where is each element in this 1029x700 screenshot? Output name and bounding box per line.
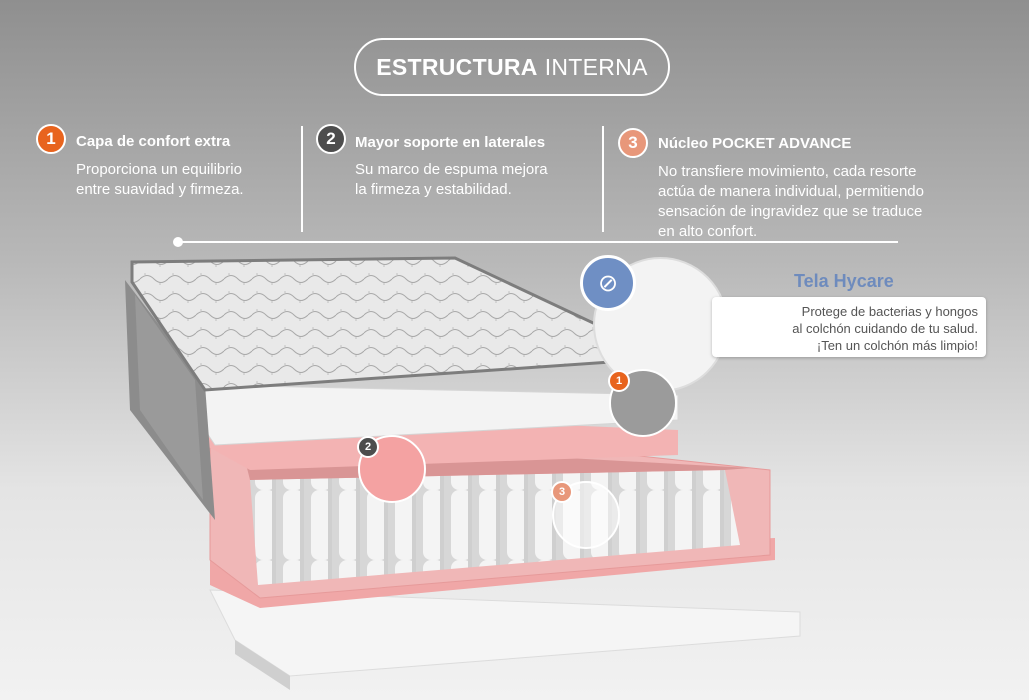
badge-2: 2 [357, 436, 379, 458]
timeline-dot [173, 237, 183, 247]
divider-1 [301, 126, 303, 232]
badge-1: 1 [608, 370, 630, 392]
feature-3-title: Núcleo POCKET ADVANCE [658, 135, 852, 152]
hycare-title: Tela Hycare [794, 271, 894, 291]
title-regular: INTERNA [544, 53, 648, 80]
bacteria-shield-icon: ⊘ [580, 255, 636, 311]
feature-2-title: Mayor soporte en laterales [355, 134, 546, 151]
timeline-line [178, 241, 898, 243]
title-pill: ESTRUCTURA INTERNA [354, 38, 670, 96]
title-bold: ESTRUCTURA [376, 53, 538, 80]
divider-2 [602, 126, 604, 232]
badge-3: 3 [551, 481, 573, 503]
feature-2-description: Su marco de espuma mejora la firmeza y e… [355, 161, 548, 198]
feature-1-title: Capa de confort extra [76, 133, 231, 150]
feature-1-number: 1 [36, 124, 66, 154]
feature-3-description: No transfiere movimiento, cada resorte a… [658, 163, 924, 240]
hycare-description: Protege de bacterias y hongos al colchón… [712, 297, 986, 357]
feature-3-number: 3 [618, 128, 648, 158]
feature-1-description: Proporciona un equilibrio entre suavidad… [76, 161, 244, 198]
feature-2-number: 2 [316, 124, 346, 154]
